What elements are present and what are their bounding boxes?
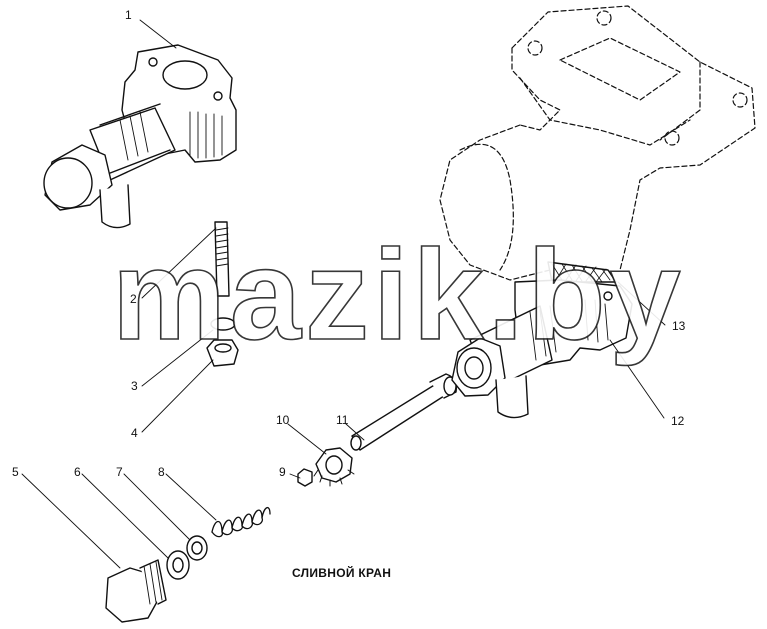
- part-7-gasket: [186, 535, 208, 561]
- callout-5: 5: [12, 465, 19, 479]
- callout-1: 1: [125, 8, 132, 22]
- part-2-stud: [214, 221, 230, 297]
- part-8-spring: [211, 507, 271, 538]
- callout-7: 7: [116, 465, 123, 479]
- watermark: mazik.by: [111, 224, 685, 367]
- part-1-tap-housing: [43, 44, 237, 229]
- part-11-rod: [350, 373, 457, 451]
- callout-2: 2: [130, 292, 137, 306]
- leader-lines: [21, 19, 666, 569]
- callout-8: 8: [158, 465, 165, 479]
- callout-3: 3: [131, 379, 138, 393]
- part-12-tap-body: [451, 279, 633, 419]
- diagram-caption: СЛИВНОЙ КРАН: [292, 566, 392, 580]
- callout-10: 10: [276, 413, 290, 427]
- part-5-plug: [105, 559, 167, 623]
- manifold-outline: [439, 5, 756, 281]
- callout-4: 4: [131, 426, 138, 440]
- part-9-small-nut: [297, 468, 313, 487]
- part-13-gasket: [547, 261, 617, 283]
- callout-9: 9: [279, 465, 286, 479]
- callout-12: 12: [671, 414, 685, 428]
- part-6-valve: [166, 550, 190, 580]
- part-3-washer: [210, 317, 236, 331]
- part-10-knurled-nut: [313, 447, 355, 487]
- callout-11: 11: [336, 413, 349, 427]
- callout-6: 6: [74, 465, 81, 479]
- callout-13: 13: [672, 319, 686, 333]
- part-4-nut: [206, 339, 239, 367]
